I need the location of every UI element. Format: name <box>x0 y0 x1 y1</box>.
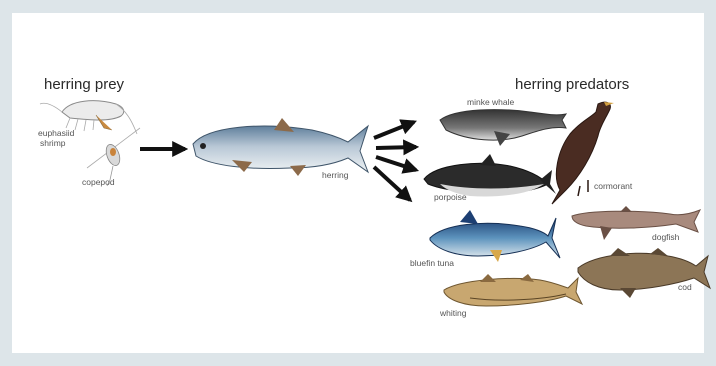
whiting-label: whiting <box>439 308 467 318</box>
minke-whale-illustration <box>440 110 566 146</box>
cormorant-label: cormorant <box>594 181 633 191</box>
dogfish-illustration <box>572 206 700 240</box>
arrow-to-cormorant <box>376 157 416 170</box>
herring-label: herring <box>322 170 349 180</box>
dogfish-label: dogfish <box>652 232 680 242</box>
prey-heading: herring prey <box>44 76 125 93</box>
bluefin-tuna-illustration <box>430 210 560 262</box>
cod-label: cod <box>678 282 692 292</box>
herring-illustration <box>193 118 368 176</box>
predators-heading: herring predators <box>515 76 629 93</box>
copepod-label: copepod <box>82 177 115 187</box>
minke-whale-label: minke whale <box>467 97 515 107</box>
porpoise-label: porpoise <box>434 192 467 202</box>
bluefin-tuna-label: bluefin tuna <box>410 258 454 268</box>
shrimp-label: euphasiid shrimp <box>38 128 77 148</box>
arrow-to-porpoise <box>376 147 416 148</box>
porpoise-illustration <box>424 154 556 197</box>
whiting-illustration <box>444 274 582 306</box>
arrow-to-fish-predators <box>374 167 410 200</box>
arrow-to-minke-whale <box>374 122 414 138</box>
